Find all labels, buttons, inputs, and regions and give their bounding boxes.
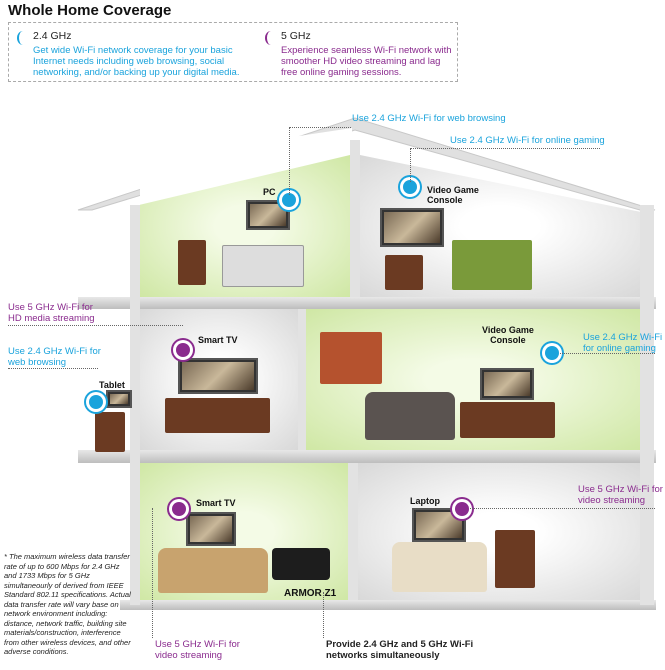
leader-line bbox=[8, 325, 183, 326]
label-tablet: Tablet bbox=[99, 380, 125, 390]
router bbox=[272, 548, 330, 580]
sofa-bottom bbox=[158, 548, 268, 593]
wall bbox=[130, 205, 140, 605]
wall bbox=[298, 309, 306, 450]
armchair bbox=[392, 542, 487, 592]
leader-line bbox=[410, 148, 600, 149]
tv-stand bbox=[460, 402, 555, 438]
tv-console-middle bbox=[480, 368, 534, 400]
wifi-icon-console-top bbox=[403, 180, 417, 194]
chair bbox=[178, 240, 206, 285]
callout-pc: Use 2.4 GHz Wi-Fi for web browsing bbox=[352, 113, 506, 124]
wifi-icon-laptop bbox=[455, 502, 469, 516]
bookshelf bbox=[495, 530, 535, 588]
legend-5-desc: Experience seamless Wi-Fi network with s… bbox=[281, 45, 452, 78]
ground-slab bbox=[120, 600, 656, 610]
bed bbox=[452, 240, 532, 290]
wifi-icon-tablet bbox=[89, 395, 103, 409]
tablet-chair bbox=[95, 412, 125, 452]
label-tv-middle: Smart TV bbox=[198, 335, 238, 345]
floor-slab bbox=[78, 450, 656, 463]
leader-line bbox=[470, 508, 655, 509]
wifi-5-icon bbox=[265, 31, 277, 45]
wall bbox=[350, 140, 360, 300]
wifi-24-icon bbox=[17, 31, 29, 45]
smart-tv-middle bbox=[178, 358, 258, 394]
label-pc: PC bbox=[263, 187, 276, 197]
callout-console-top: Use 2.4 GHz Wi-Fi for online gaming bbox=[450, 135, 605, 146]
smart-tv-bottom bbox=[186, 512, 236, 546]
wall bbox=[640, 205, 654, 605]
tablet bbox=[106, 390, 132, 408]
page-title: Whole Home Coverage bbox=[8, 2, 172, 19]
leader-line bbox=[323, 592, 324, 638]
wifi-icon-pc bbox=[282, 193, 296, 207]
leader-line bbox=[410, 148, 411, 182]
label-router: ARMOR Z1 bbox=[284, 588, 337, 599]
legend-24-label: 2.4 GHz bbox=[33, 30, 72, 42]
floor-slab bbox=[78, 297, 656, 309]
leader-line bbox=[289, 127, 290, 195]
wifi-icon-console-middle bbox=[545, 346, 559, 360]
desk bbox=[222, 245, 304, 287]
leader-line bbox=[289, 127, 351, 128]
tv-top bbox=[380, 208, 444, 247]
label-tv-bottom: Smart TV bbox=[196, 498, 236, 508]
leader-line bbox=[560, 353, 655, 354]
sofa-middle bbox=[365, 392, 455, 440]
label-laptop: Laptop bbox=[410, 496, 440, 506]
wifi-icon-tv-bottom bbox=[172, 502, 186, 516]
wall bbox=[348, 463, 358, 601]
tv-cabinet bbox=[165, 398, 270, 433]
pc-monitor bbox=[246, 200, 290, 230]
legend-box: 2.4 GHz Get wide Wi-Fi network coverage … bbox=[8, 22, 458, 82]
fireplace bbox=[320, 332, 382, 384]
footnote: * The maximum wireless data transfer rat… bbox=[4, 552, 131, 656]
leader-line bbox=[8, 368, 98, 369]
legend-5-label: 5 GHz bbox=[281, 30, 311, 42]
legend-24-desc: Get wide Wi-Fi network coverage for your… bbox=[33, 45, 240, 78]
nightstand bbox=[385, 255, 423, 290]
leader-line bbox=[152, 508, 153, 638]
wifi-icon-tv-middle bbox=[176, 343, 190, 357]
